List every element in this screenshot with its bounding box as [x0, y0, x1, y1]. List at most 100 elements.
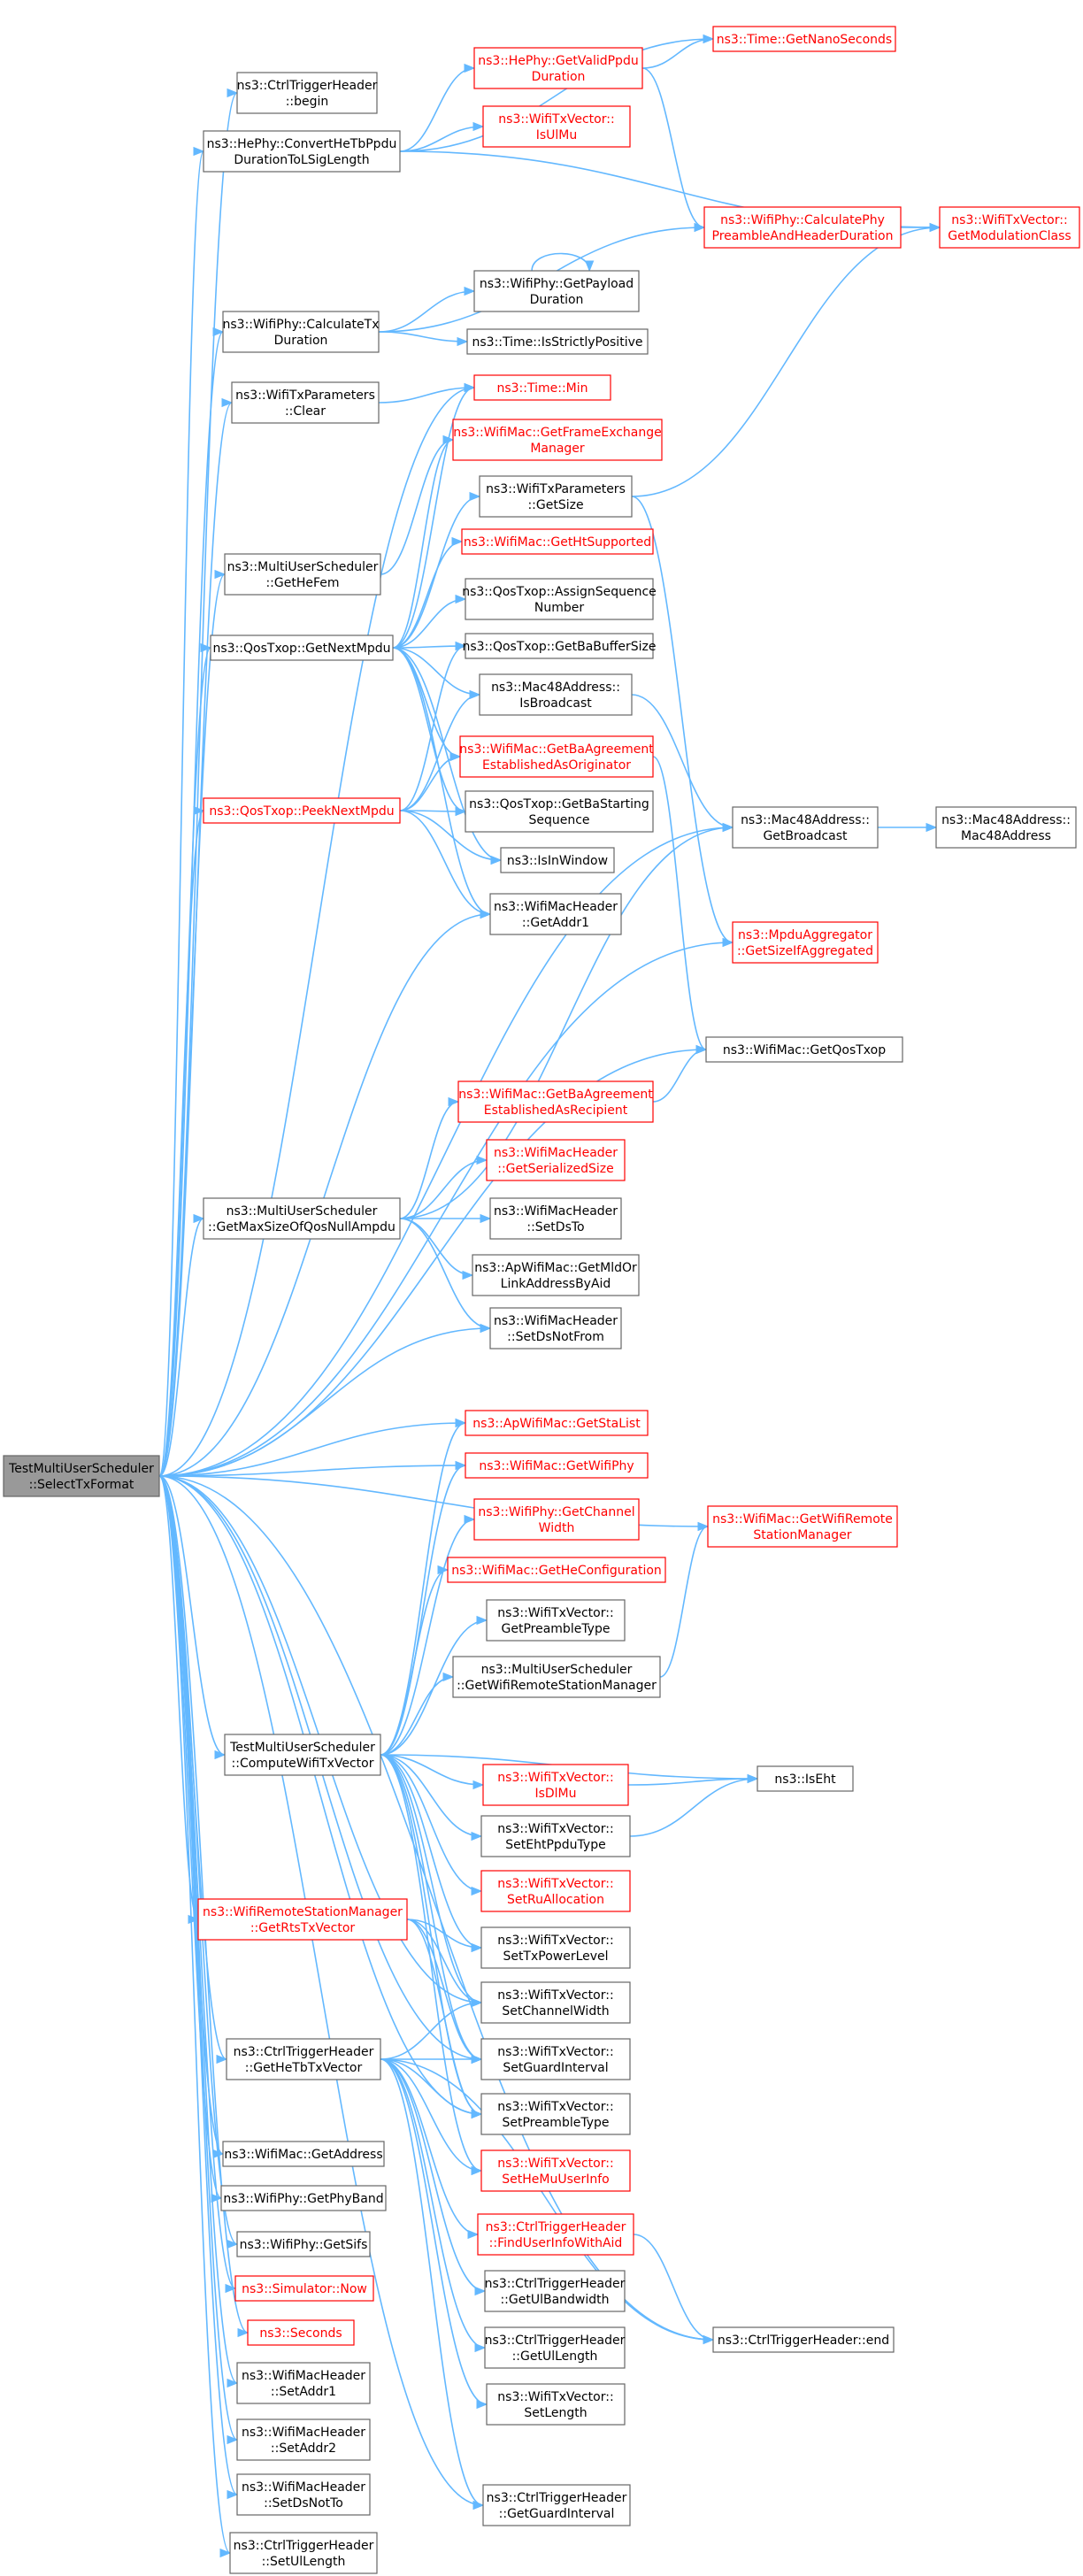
node-mac48_isbcast[interactable]: ns3::Mac48Address::IsBroadcast	[479, 673, 633, 716]
node-wtxparams_clear[interactable]: ns3::WifiTxParameters::Clear	[231, 381, 380, 424]
node-ctrltrig_end[interactable]: ns3::CtrlTriggerHeader::end	[712, 2326, 895, 2353]
node-time_strictpos[interactable]: ns3::Time::IsStrictlyPositive	[466, 328, 649, 355]
node-time_min[interactable]: ns3::Time::Min	[473, 374, 611, 401]
node-wmh_setaddr1[interactable]: ns3::WifiMacHeader::SetAddr1	[236, 2362, 371, 2404]
node-sim_now[interactable]: ns3::Simulator::Now	[234, 2275, 374, 2302]
edge-root-to-tmus_compute	[158, 1475, 227, 1760]
node-wphy_getphyband[interactable]: ns3::WifiPhy::GetPhyBand	[220, 2185, 387, 2211]
node-mus_gethefem[interactable]: ns3::MultiUserScheduler::GetHeFem	[224, 553, 381, 596]
node-label: ns3::WifiMac::GetWifiPhy	[479, 1459, 634, 1473]
node-ctrltrig_finduser[interactable]: ns3::CtrlTriggerHeader::FindUserInfoWith…	[477, 2213, 634, 2256]
node-mac48_getbcast[interactable]: ns3::Mac48Address::GetBroadcast	[732, 806, 879, 849]
node-ctrltrig_begin[interactable]: ns3::CtrlTriggerHeader::begin	[236, 72, 378, 114]
edge-qos_peeknext-to-wmac_baorig	[399, 751, 462, 811]
node-label: ns3::ApWifiMac::GetMldOr	[474, 1261, 637, 1275]
node-box	[465, 790, 654, 833]
node-wtxv_getpreamble[interactable]: ns3::WifiTxVector::GetPreambleType	[486, 1599, 626, 1642]
node-wphy_getsifs[interactable]: ns3::WifiPhy::GetSifs	[236, 2231, 371, 2257]
node-ctrltrig_getgi[interactable]: ns3::CtrlTriggerHeader::GetGuardInterval	[482, 2484, 631, 2526]
node-wtxv_sethemu[interactable]: ns3::WifiTxVector::SetHeMuUserInfo	[480, 2149, 631, 2192]
node-label: ns3::CtrlTriggerHeader	[234, 2539, 374, 2553]
node-box	[465, 1452, 649, 1479]
edge-root-to-mac48_getbcast	[158, 822, 734, 1477]
node-wmac_getaddress[interactable]: ns3::WifiMac::GetAddress	[222, 2141, 385, 2167]
node-wmh_setdsto[interactable]: ns3::WifiMacHeader::SetDsTo	[489, 1197, 622, 1240]
node-isinwindow[interactable]: ns3::IsInWindow	[500, 847, 615, 873]
node-box	[473, 374, 611, 401]
node-wphy_calcpre[interactable]: ns3::WifiPhy::CalculatePhyPreambleAndHea…	[703, 206, 902, 249]
node-wmac_getwifiphy[interactable]: ns3::WifiMac::GetWifiPhy	[465, 1452, 649, 1479]
node-wmac_barecip[interactable]: ns3::WifiMac::GetBaAgreementEstablishedA…	[457, 1080, 654, 1123]
node-wmac_getqostxop[interactable]: ns3::WifiMac::GetQosTxop	[705, 1036, 903, 1063]
node-wmh_getaddr1[interactable]: ns3::WifiMacHeader::GetAddr1	[489, 893, 622, 935]
node-wmac_baorig[interactable]: ns3::WifiMac::GetBaAgreementEstablishedA…	[459, 735, 654, 778]
node-wtxv_setpreamble[interactable]: ns3::WifiTxVector::SetPreambleType	[480, 2093, 631, 2135]
node-wtxv_modclass[interactable]: ns3::WifiTxVector::GetModulationClass	[939, 206, 1080, 249]
node-wtxv_setehtppdu[interactable]: ns3::WifiTxVector::SetEhtPpduType	[480, 1815, 631, 1857]
node-box	[236, 2362, 371, 2404]
node-box	[705, 1036, 903, 1063]
node-mac48_ctor[interactable]: ns3::Mac48Address::Mac48Address	[935, 806, 1077, 849]
node-label: ns3::WifiTxParameters	[486, 482, 626, 496]
node-wtxv_setchanwidth[interactable]: ns3::WifiTxVector::SetChannelWidth	[480, 1981, 631, 2024]
node-ctrltrig_setullength[interactable]: ns3::CtrlTriggerHeader::SetUlLength	[229, 2532, 378, 2574]
node-wmh_setdsnotfrom[interactable]: ns3::WifiMacHeader::SetDsNotFrom	[489, 1307, 622, 1350]
node-label: Number	[534, 601, 584, 615]
node-wmac_heconf[interactable]: ns3::WifiMac::GetHeConfiguration	[447, 1557, 666, 1583]
node-ctrltrig_gethetb[interactable]: ns3::CtrlTriggerHeader::GetHeTbTxVector	[226, 2038, 381, 2080]
node-hephy_conv[interactable]: ns3::HePhy::ConvertHeTbPpduDurationToLSi…	[203, 130, 401, 173]
node-label: ns3::WifiMacHeader	[242, 2480, 365, 2495]
edge-wrsm_getrts-to-wtxv_setgi	[406, 1919, 483, 2065]
edge-wphy_payload-to-wphy_payload	[531, 252, 595, 273]
node-wtxv_setru[interactable]: ns3::WifiTxVector::SetRuAllocation	[480, 1870, 631, 1912]
node-time_nanosec[interactable]: ns3::Time::GetNanoSeconds	[712, 26, 896, 52]
node-wtxv_isulmu[interactable]: ns3::WifiTxVector::IsUlMu	[482, 105, 631, 148]
node-wtxv_isdlmu[interactable]: ns3::WifiTxVector::IsDlMu	[482, 1764, 629, 1806]
node-wrsm_getrts[interactable]: ns3::WifiRemoteStationManager::GetRtsTxV…	[197, 1898, 408, 1941]
node-wmh_setdsnotto[interactable]: ns3::WifiMacHeader::SetDsNotTo	[236, 2473, 371, 2516]
node-label: ns3::Mac48Address::	[741, 813, 870, 827]
node-label: Width	[539, 1521, 575, 1535]
node-qos_getnextmpdu[interactable]: ns3::QosTxop::GetNextMpdu	[210, 634, 394, 661]
node-wtxv_setgi[interactable]: ns3::WifiTxVector::SetGuardInterval	[480, 2038, 631, 2080]
node-box	[473, 270, 640, 312]
node-apmac_stalist[interactable]: ns3::ApWifiMac::GetStaList	[465, 1410, 649, 1436]
node-ctrltrig_ullength[interactable]: ns3::CtrlTriggerHeader::GetUlLength	[484, 2326, 626, 2369]
node-mpduagg_size[interactable]: ns3::MpduAggregator::GetSizeIfAggregated	[732, 921, 879, 964]
edge-ctrltrig_gethetb-to-ctrltrig_ulbw	[380, 2058, 487, 2296]
node-iseht[interactable]: ns3::IsEht	[757, 1765, 854, 1792]
node-box	[480, 1815, 631, 1857]
node-qos_babuffer[interactable]: ns3::QosTxop::GetBaBufferSize	[462, 633, 657, 659]
edge-wrsm_getrts-to-wtxv_setpreamble	[406, 1919, 483, 2119]
node-tmus_compute[interactable]: TestMultiUserScheduler::ComputeWifiTxVec…	[224, 1734, 381, 1776]
node-wmac_htsupp[interactable]: ns3::WifiMac::GetHtSupported	[461, 528, 654, 555]
node-wtxv_setlength[interactable]: ns3::WifiTxVector::SetLength	[486, 2383, 626, 2426]
node-mus_remotesm[interactable]: ns3::MultiUserScheduler::GetWifiRemoteSt…	[452, 1656, 661, 1698]
node-label: ::GetHeTbTxVector	[245, 2061, 363, 2075]
node-seconds[interactable]: ns3::Seconds	[247, 2319, 355, 2346]
node-wmh_serialsize[interactable]: ns3::WifiMacHeader::GetSerializedSize	[486, 1139, 626, 1181]
node-wtxv_settxpower[interactable]: ns3::WifiTxVector::SetTxPowerLevel	[480, 1926, 631, 1969]
node-box	[480, 1870, 631, 1912]
edge-qos_getnextmpdu-to-mac48_isbcast	[392, 647, 481, 700]
node-label: ns3::HePhy::GetValidPpdu	[478, 54, 638, 68]
node-wmac_remotesm[interactable]: ns3::WifiMac::GetWifiRemoteStationManage…	[707, 1505, 898, 1548]
node-wtxparams_getsize[interactable]: ns3::WifiTxParameters::GetSize	[479, 475, 633, 518]
edge-tmus_compute-to-wtxv_setgi	[380, 1754, 483, 2065]
node-label: ns3::WifiTxVector::	[497, 1877, 613, 1891]
edge-wtxparams_getsize-to-wtxv_modclass	[631, 222, 941, 497]
node-qos_peeknext[interactable]: ns3::QosTxop::PeekNextMpdu	[203, 797, 401, 824]
node-mus_maxsizeqos[interactable]: ns3::MultiUserScheduler::GetMaxSizeOfQos…	[203, 1197, 401, 1240]
node-ctrltrig_ulbw[interactable]: ns3::CtrlTriggerHeader::GetUlBandwidth	[484, 2270, 626, 2312]
node-label: ::GetMaxSizeOfQosNullAmpdu	[208, 1220, 396, 1234]
node-wmh_setaddr2[interactable]: ns3::WifiMacHeader::SetAddr2	[236, 2418, 371, 2461]
node-box	[500, 847, 615, 873]
